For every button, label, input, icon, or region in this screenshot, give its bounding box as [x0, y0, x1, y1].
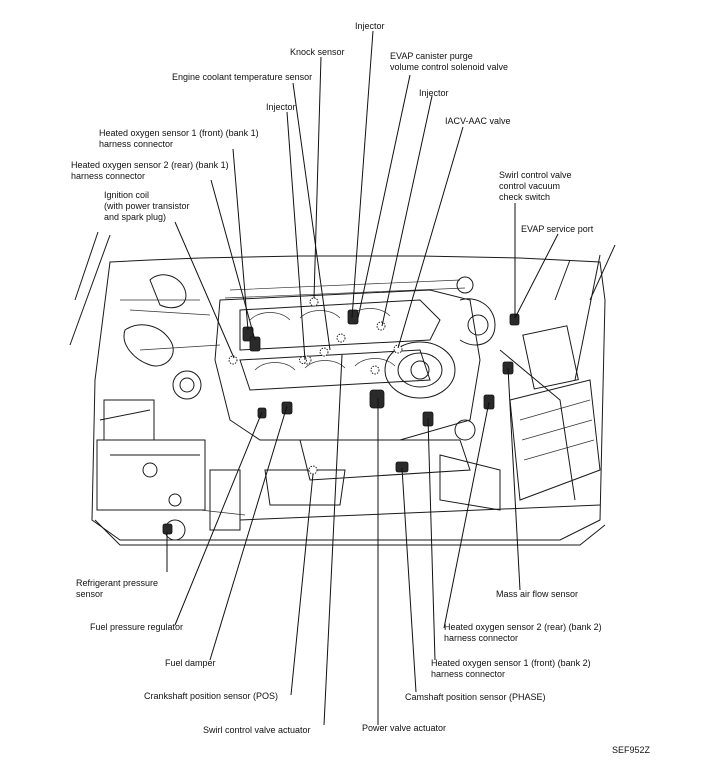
label-camshaft-sensor: Camshaft position sensor (PHASE) — [405, 692, 546, 702]
label-crankshaft-sensor: Crankshaft position sensor (POS) — [144, 691, 279, 701]
label-injector-left: Injector — [266, 102, 296, 112]
power-valve-actuator-marker — [369, 389, 385, 409]
label-ho2s2-bank2: Heated oxygen sensor 2 (rear) (bank 2) h… — [444, 622, 602, 643]
label-ho2s1-bank1: Heated oxygen sensor 1 (front) (bank 1) … — [99, 128, 259, 149]
label-fuel-pressure-regulator: Fuel pressure regulator — [90, 622, 184, 632]
battery — [96, 399, 206, 511]
label-injector-right: Injector — [419, 88, 449, 98]
right-components — [199, 325, 601, 521]
label-knock-sensor: Knock sensor — [290, 47, 345, 57]
label-engine-coolant-sensor: Engine coolant temperature sensor — [172, 72, 313, 82]
label-refrigerant-sensor: Refrigerant pressure sensor — [76, 578, 159, 599]
label-evap-purge-valve: EVAP canister purge volume control solen… — [390, 51, 509, 72]
compartment-outline — [69, 231, 616, 546]
label-ho2s2-bank1: Heated oxygen sensor 2 (rear) (bank 1) h… — [71, 160, 229, 181]
fuel-damper-marker — [281, 401, 293, 415]
figure-code: SEF952Z — [612, 745, 651, 755]
label-ho2s1-bank2: Heated oxygen sensor 1 (front) (bank 2) … — [431, 658, 591, 679]
label-swirl-check-switch: Swirl control valve control vacuum check… — [499, 170, 572, 202]
label-ignition-coil: Ignition coil (with power transistor and… — [104, 190, 190, 222]
label-power-valve-actuator: Power valve actuator — [362, 723, 447, 733]
label-swirl-control-actuator: Swirl control valve actuator — [203, 725, 311, 735]
label-evap-service-port: EVAP service port — [521, 224, 594, 234]
label-iacv-aac-valve: IACV-AAC valve — [445, 116, 511, 126]
component-markers — [162, 297, 520, 535]
label-fuel-damper: Fuel damper — [165, 658, 216, 668]
label-mass-air-flow-sensor: Mass air flow sensor — [496, 589, 579, 599]
left-components — [120, 274, 241, 541]
evap-purge-valve-marker — [347, 309, 359, 325]
label-injector-top: Injector — [355, 21, 385, 31]
leader-lines — [166, 30, 559, 726]
engine-block — [214, 276, 501, 511]
ho2s2-bank1-connector — [249, 336, 261, 352]
